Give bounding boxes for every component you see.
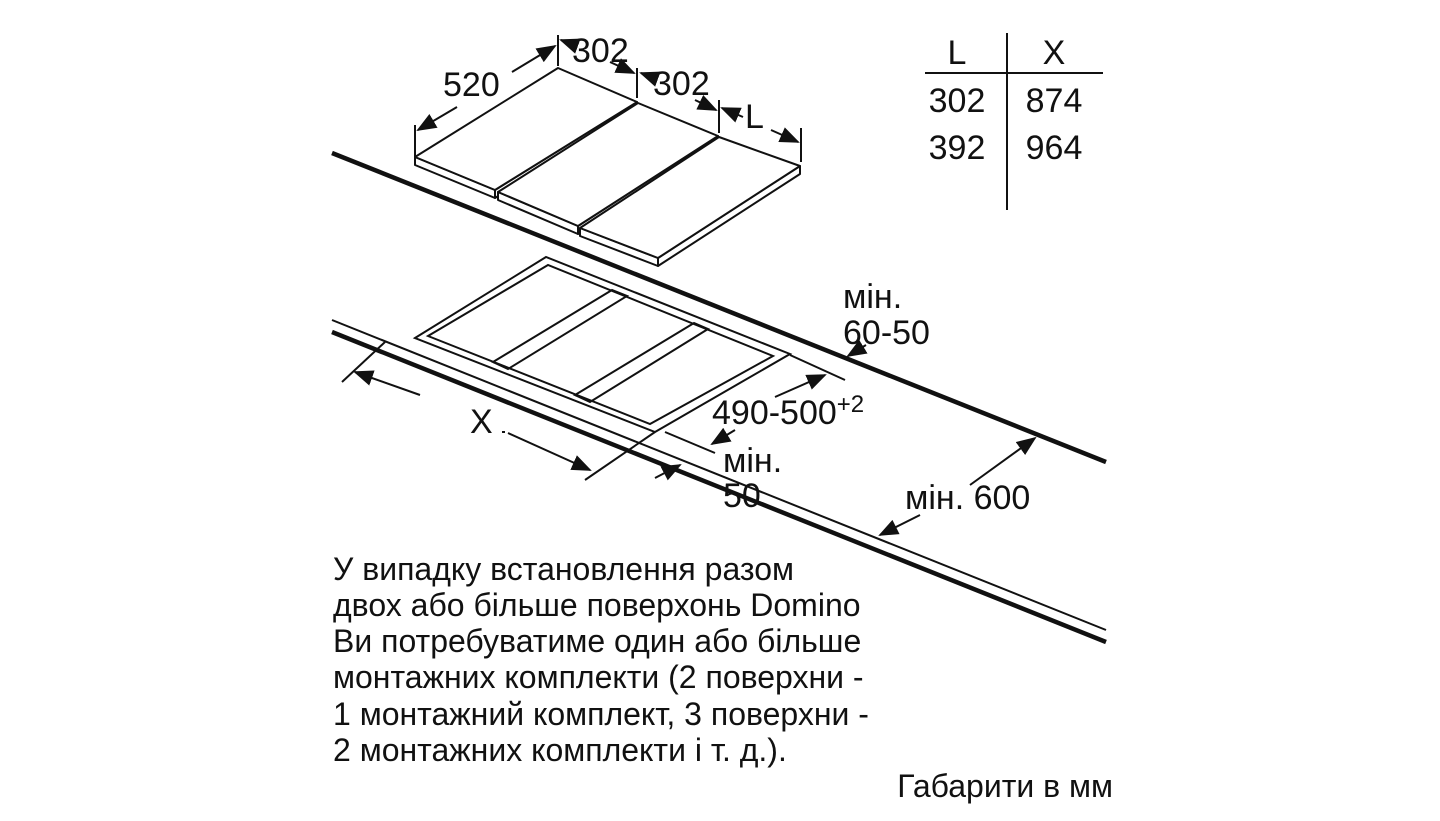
cutout-depth-value: 490-500	[712, 394, 837, 432]
table-cell: 302	[929, 82, 986, 120]
worktop	[331, 150, 1107, 645]
worktop-front-edge	[331, 329, 1107, 645]
units-note: Габарити в мм	[897, 768, 1113, 804]
table-cell: 392	[929, 129, 986, 167]
dim-width-302-a: 302	[572, 32, 629, 70]
table-cell: 964	[1026, 129, 1083, 167]
note-line: 2 монтажних комплекти і т. д.).	[333, 732, 787, 768]
worktop-back-edge	[331, 150, 1107, 465]
dim-cutout-X: X	[470, 403, 493, 441]
table-cell: 874	[1026, 82, 1083, 120]
panel-1	[414, 67, 638, 191]
front-min-label: мін.	[723, 442, 782, 480]
note-line: 1 монтажний комплект, 3 поверхни -	[333, 696, 869, 732]
back-min-label: мін.	[843, 278, 902, 316]
panel-3	[579, 136, 801, 259]
note-line: двох або більше поверхонь Domino	[333, 587, 861, 623]
note-line: Ви потребуватиме один або більше	[333, 623, 861, 659]
dim-width-302-b: 302	[653, 65, 710, 103]
front-min-value: 50	[723, 477, 761, 515]
worktop-min-depth: мін. 600	[905, 479, 1030, 517]
dim-cutout-depth: 490-500+2	[712, 391, 864, 432]
installation-note: У випадку встановлення разом двох або бі…	[333, 551, 869, 768]
hob-panels	[414, 67, 801, 267]
note-line: монтажних комплекти (2 поверхни -	[333, 659, 864, 695]
cutout	[412, 255, 793, 434]
dim-width-L: L	[745, 98, 764, 136]
top-dimension-lines	[414, 35, 802, 162]
panel-2	[497, 102, 719, 227]
size-table: L X 302 874 392 964	[925, 33, 1103, 210]
back-min-value: 60-50	[843, 314, 930, 352]
worktop-front-edge-top	[331, 319, 1107, 631]
lower-dimension-lines	[341, 339, 1037, 536]
table-header-X: X	[1043, 34, 1066, 72]
dim-depth-520: 520	[443, 66, 500, 104]
cutout-depth-tolerance: +2	[837, 391, 864, 418]
table-header-L: L	[948, 34, 967, 72]
note-line: У випадку встановлення разом	[333, 551, 794, 587]
